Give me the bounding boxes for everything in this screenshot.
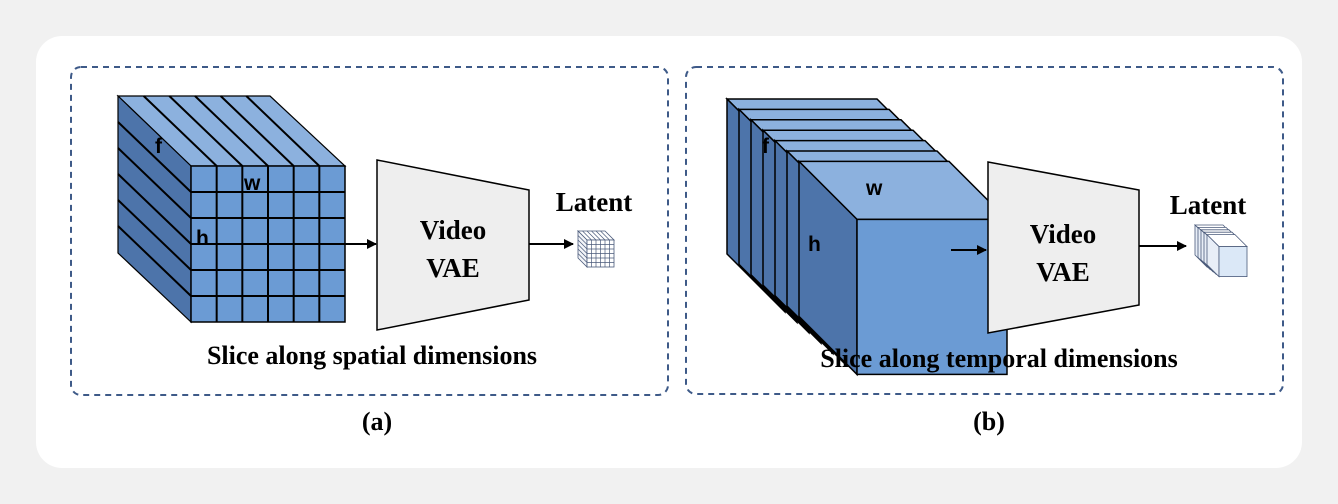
caption-a: Slice along spatial dimensions <box>207 341 537 370</box>
encoder-label-b-line2: VAE <box>1036 257 1090 287</box>
latent-grid-line <box>577 248 588 259</box>
top-slice-line <box>142 95 218 167</box>
stack-label-w: w <box>865 177 883 200</box>
panel-a-border <box>70 66 669 396</box>
encoder-label-a-line1: Video <box>420 215 487 245</box>
frame-slice <box>797 159 1009 377</box>
latent-cube-a <box>577 230 615 268</box>
latent-grid-line <box>577 239 588 250</box>
side-slice-line <box>117 199 192 271</box>
latent-grid-line <box>577 235 588 245</box>
cube-label-w: w <box>243 172 261 195</box>
top-slice-line <box>194 95 269 167</box>
latent-stack-b <box>1194 224 1248 278</box>
latent-grid-line <box>582 230 592 241</box>
side-slice-line <box>117 147 192 219</box>
temporal-stack-labels: f w h <box>762 135 883 256</box>
encoder-trapezoid-b <box>987 161 1140 334</box>
encoder-trapezoid-a <box>376 159 530 331</box>
latent-grid-line <box>595 230 606 241</box>
latent-front-face <box>1218 246 1248 278</box>
latent-grid-line <box>591 230 601 241</box>
stack-label-h: h <box>808 233 821 256</box>
side-slice-line <box>117 173 192 245</box>
temporal-slice-stack <box>725 97 1009 377</box>
top-slice-line <box>168 95 244 167</box>
panel-label-a: (a) <box>362 407 392 436</box>
caption-b: Slice along temporal dimensions <box>820 344 1178 373</box>
latent-slice <box>1206 233 1248 278</box>
top-slice-line <box>219 95 295 167</box>
encoder-label-b-line1: Video <box>1030 219 1097 249</box>
panel-b-border <box>685 66 1284 395</box>
top-slice-line <box>245 95 321 167</box>
latent-label-a: Latent <box>556 187 633 217</box>
cube-label-f: f <box>155 135 163 158</box>
panel-label-b: (b) <box>973 407 1005 436</box>
side-slice-line <box>117 121 192 193</box>
latent-label-b: Latent <box>1170 190 1247 220</box>
cube-label-h: h <box>196 227 209 250</box>
video-vae-encoder-a: Video VAE <box>376 159 530 331</box>
side-slice-line <box>117 225 192 297</box>
latent-grid-line <box>586 230 597 241</box>
latent-grid-line <box>577 244 588 254</box>
spatial-slice-cube: f w h <box>116 94 347 324</box>
stack-label-f: f <box>762 135 770 158</box>
video-vae-encoder-b: Video VAE <box>987 161 1140 334</box>
encoder-label-a-line2: VAE <box>426 253 480 283</box>
latent-grid-line <box>577 253 588 263</box>
latent-grid-line <box>600 230 610 241</box>
